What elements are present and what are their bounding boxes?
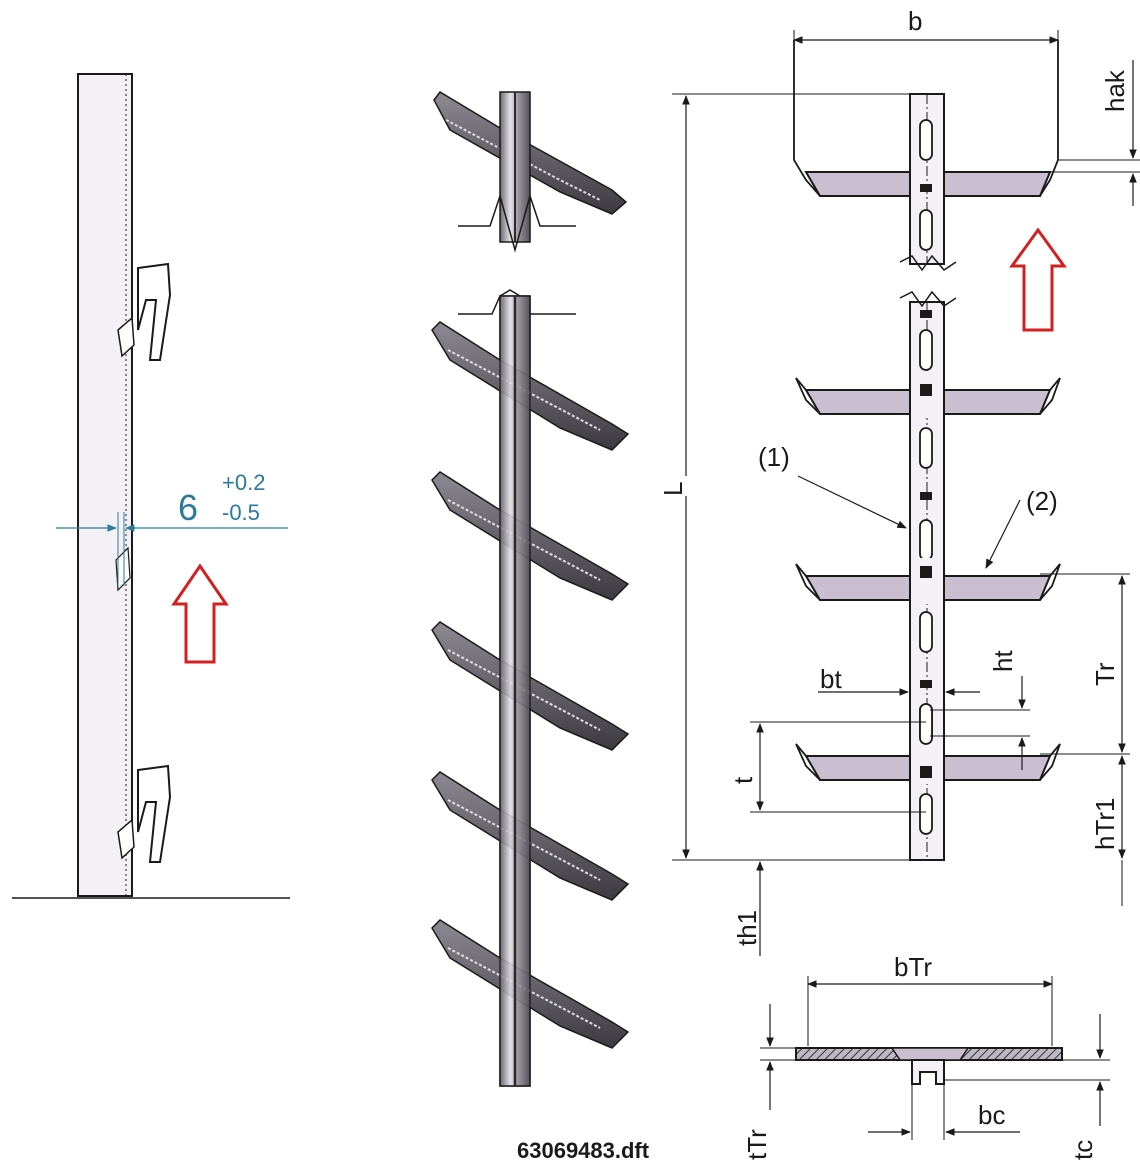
label-tc: tc bbox=[1068, 1140, 1098, 1160]
label-ht: ht bbox=[988, 650, 1018, 672]
label-bc: bc bbox=[978, 1100, 1005, 1130]
label-th1: th1 bbox=[732, 910, 762, 946]
label-bt: bt bbox=[820, 664, 842, 694]
label-hak: hak bbox=[1100, 69, 1130, 112]
file-name: 63069483.dft bbox=[517, 1138, 650, 1163]
label-bTr: bTr bbox=[894, 952, 932, 982]
direction-arrow-right bbox=[1009, 227, 1067, 332]
tolerance-upper: +0.2 bbox=[222, 470, 265, 495]
side-wall bbox=[77, 73, 133, 897]
front-view: b hak bbox=[658, 6, 1140, 1160]
label-Tr: Tr bbox=[1090, 662, 1120, 686]
callout-1: (1) bbox=[758, 442, 790, 472]
label-tTr: tTr bbox=[742, 1129, 772, 1160]
iso-top-section bbox=[433, 91, 628, 253]
side-clip-upper bbox=[117, 262, 172, 361]
label-b: b bbox=[908, 6, 922, 36]
callout-2: (2) bbox=[1026, 486, 1058, 516]
shelf-cross-section: bTr tTr tc bc bbox=[742, 952, 1110, 1160]
label-t: t bbox=[728, 776, 758, 784]
rail-upper bbox=[899, 93, 957, 272]
tolerance-nominal: 6 bbox=[178, 487, 198, 528]
tolerance-lower: -0.5 bbox=[222, 500, 260, 525]
label-L: L bbox=[658, 482, 688, 496]
side-clip-lower bbox=[117, 764, 172, 863]
side-view: 6 +0.2 -0.5 bbox=[12, 73, 290, 899]
gap-dimension: 6 +0.2 -0.5 bbox=[56, 470, 288, 586]
label-hTr1: hTr1 bbox=[1090, 798, 1120, 851]
isometric-view: 63069483.dft bbox=[431, 91, 650, 1163]
direction-arrow-left bbox=[171, 563, 229, 664]
